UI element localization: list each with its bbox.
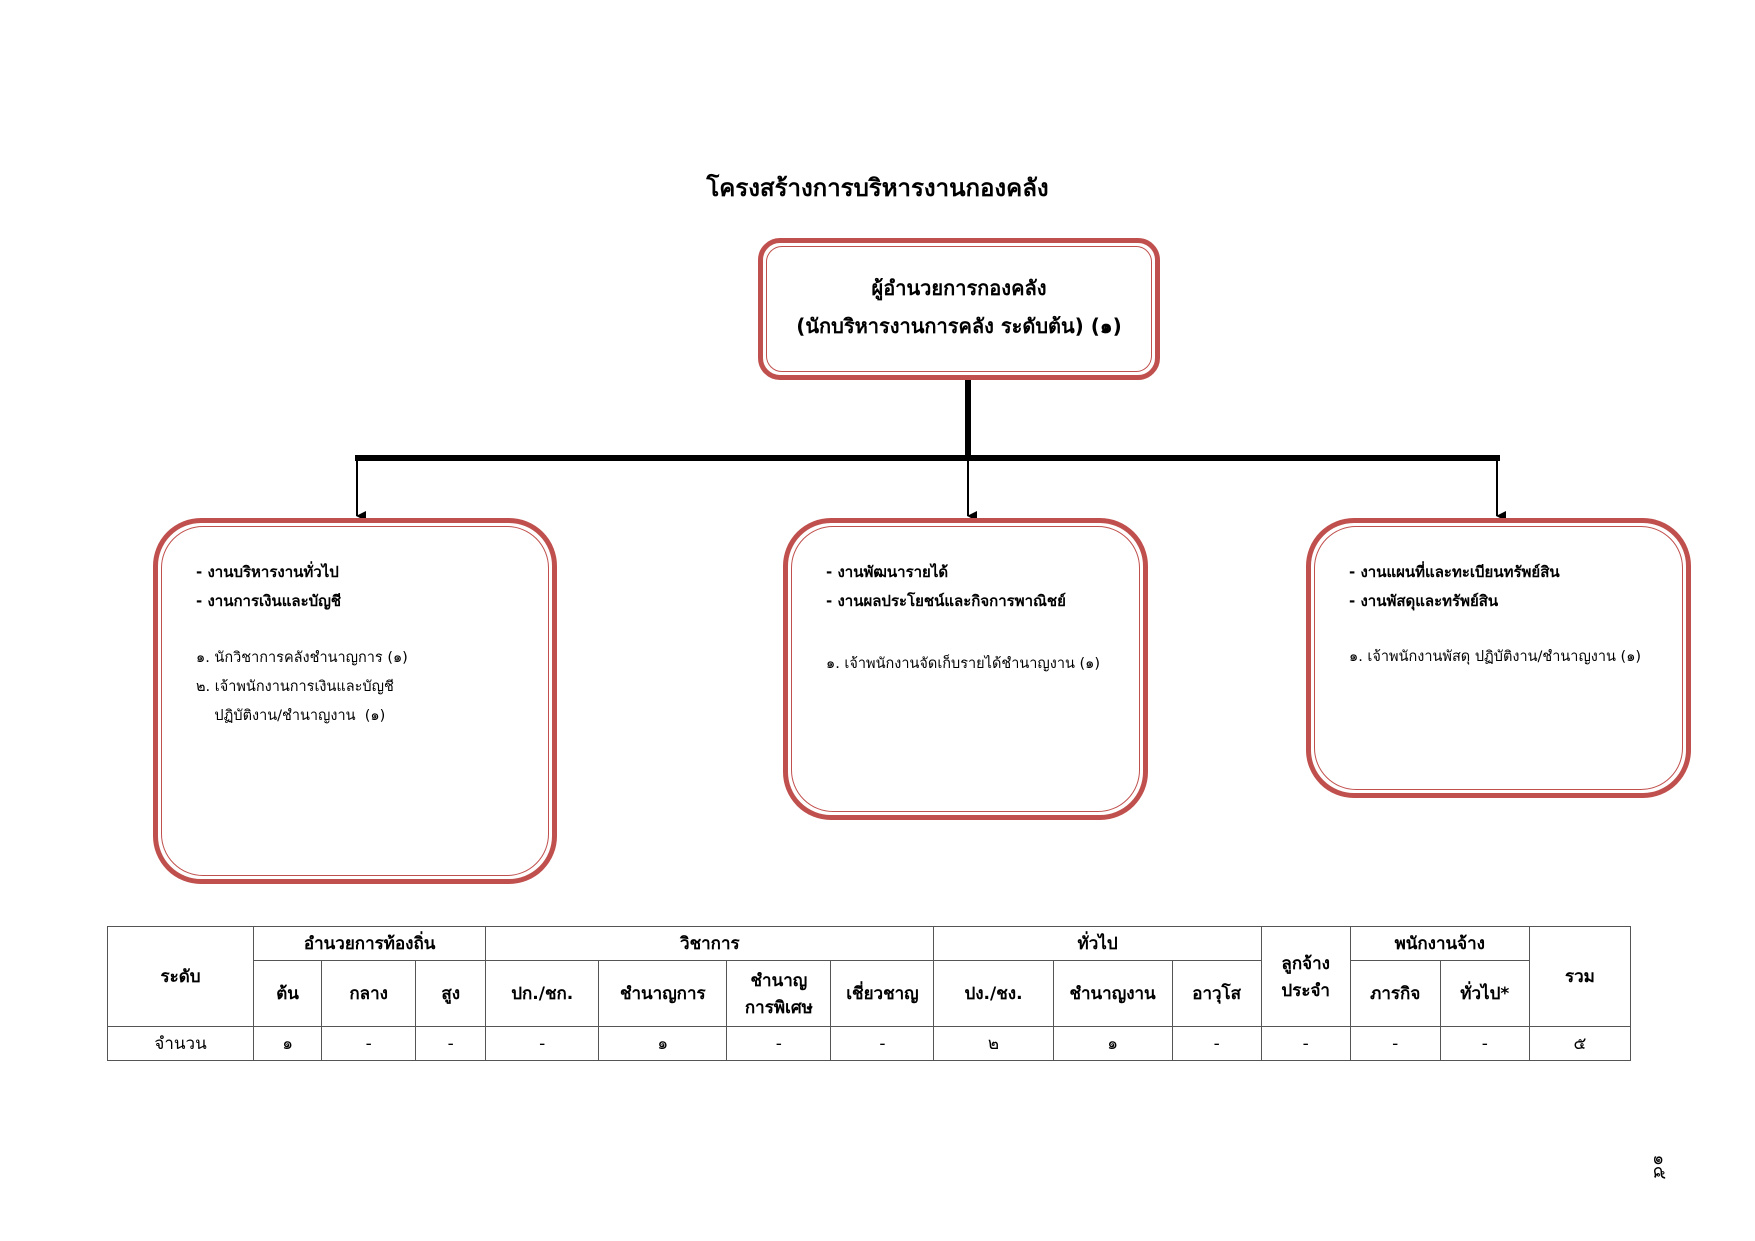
table-cell: ๒ (933, 1026, 1054, 1061)
table-cell: - (321, 1026, 417, 1061)
position-item: ๒. เจ้าพนักงานการเงินและบัญชี (196, 679, 394, 695)
page-title: โครงสร้างการบริหารงานกองคลัง (706, 174, 1049, 202)
duty-item: - งานการเงินและบัญชี (196, 592, 342, 610)
subheader: ปง./ชง. (933, 960, 1054, 1027)
subheader: เชี่ยวชาญ (830, 960, 935, 1027)
header-permanent-worker: ลูกจ้าง ประจำ (1260, 926, 1351, 1027)
table-cell: - (1171, 1026, 1262, 1061)
duty-item: - งานแผนที่และทะเบียนทรัพย์สิน (1349, 563, 1560, 581)
director-title: ผู้อำนวยการกองคลัง (871, 276, 1047, 300)
row-label: จำนวน (106, 1026, 255, 1061)
table-cell: - (726, 1026, 832, 1061)
table-cell: ๑ (1052, 1026, 1173, 1061)
header-academic: วิชาการ (485, 926, 935, 961)
duty-item: - งานบริหารงานทั่วไป (196, 563, 339, 581)
table-cell: - (1260, 1026, 1351, 1061)
table-row: จำนวน ๑ - - - ๑ - - ๒ ๑ - - - - ๕ (106, 1026, 1632, 1061)
header-general: ทั่วไป (933, 926, 1262, 961)
director-box: ผู้อำนวยการกองคลัง (นักบริหารงานการคลัง … (758, 238, 1160, 380)
position-item: ปฏิบัติงาน/ชำนาญงาน (๑) (196, 708, 386, 724)
subheader: ทั่วไป* (1439, 960, 1530, 1027)
table-cell: - (830, 1026, 935, 1061)
position-item: ๑. เจ้าพนักงานพัสดุ ปฏิบัติงาน/ชำนาญงาน … (1349, 649, 1642, 665)
unit-box-revenue: - งานพัฒนารายได้ - งานผลประโยชน์และกิจกา… (783, 518, 1148, 820)
subheader: ชำนาญ การพิเศษ (726, 960, 832, 1027)
header-total: รวม (1528, 926, 1632, 1027)
subheader: ต้น (253, 960, 323, 1027)
director-position: (นักบริหารงานการคลัง ระดับต้น) (๑) (796, 314, 1122, 338)
header-employees: พนักงานจ้าง (1349, 926, 1530, 961)
subheader: อาวุโส (1171, 960, 1262, 1027)
subheader: ชำนาญงาน (1052, 960, 1173, 1027)
unit-box-assets: - งานแผนที่และทะเบียนทรัพย์สิน - งานพัสด… (1306, 518, 1691, 798)
unit-box-general-finance: - งานบริหารงานทั่วไป - งานการเงินและบัญช… (153, 518, 557, 884)
staff-summary-table: ระดับ อำนวยการท้องถิ่น วิชาการ ทั่วไป ลู… (106, 926, 1632, 1061)
table-cell: - (485, 1026, 600, 1061)
subheader: สูง (415, 960, 487, 1027)
subheader: ชำนาญการ (598, 960, 728, 1027)
table-cell: ๑ (253, 1026, 323, 1061)
table-cell: - (1349, 1026, 1441, 1061)
position-item: ๑. เจ้าพนักงานจัดเก็บรายได้ชำนาญงาน (๑) (826, 656, 1101, 672)
subheader: กลาง (321, 960, 417, 1027)
header-local-director: อำนวยการท้องถิ่น (253, 926, 487, 961)
header-level: ระดับ (106, 926, 255, 1027)
subheader: ภารกิจ (1349, 960, 1441, 1027)
duty-item: - งานผลประโยชน์และกิจการพาณิชย์ (826, 592, 1066, 610)
table-cell: - (1439, 1026, 1530, 1061)
duty-item: - งานพัสดุและทรัพย์สิน (1349, 592, 1499, 610)
duty-item: - งานพัฒนารายได้ (826, 563, 949, 581)
table-cell: - (415, 1026, 487, 1061)
table-cell: ๑ (598, 1026, 728, 1061)
page-number: ๑๕ (1649, 1154, 1670, 1180)
table-cell: ๕ (1528, 1026, 1632, 1061)
position-item: ๑. นักวิชาการคลังชำนาญการ (๑) (196, 650, 408, 666)
subheader: ปก./ชก. (485, 960, 600, 1027)
